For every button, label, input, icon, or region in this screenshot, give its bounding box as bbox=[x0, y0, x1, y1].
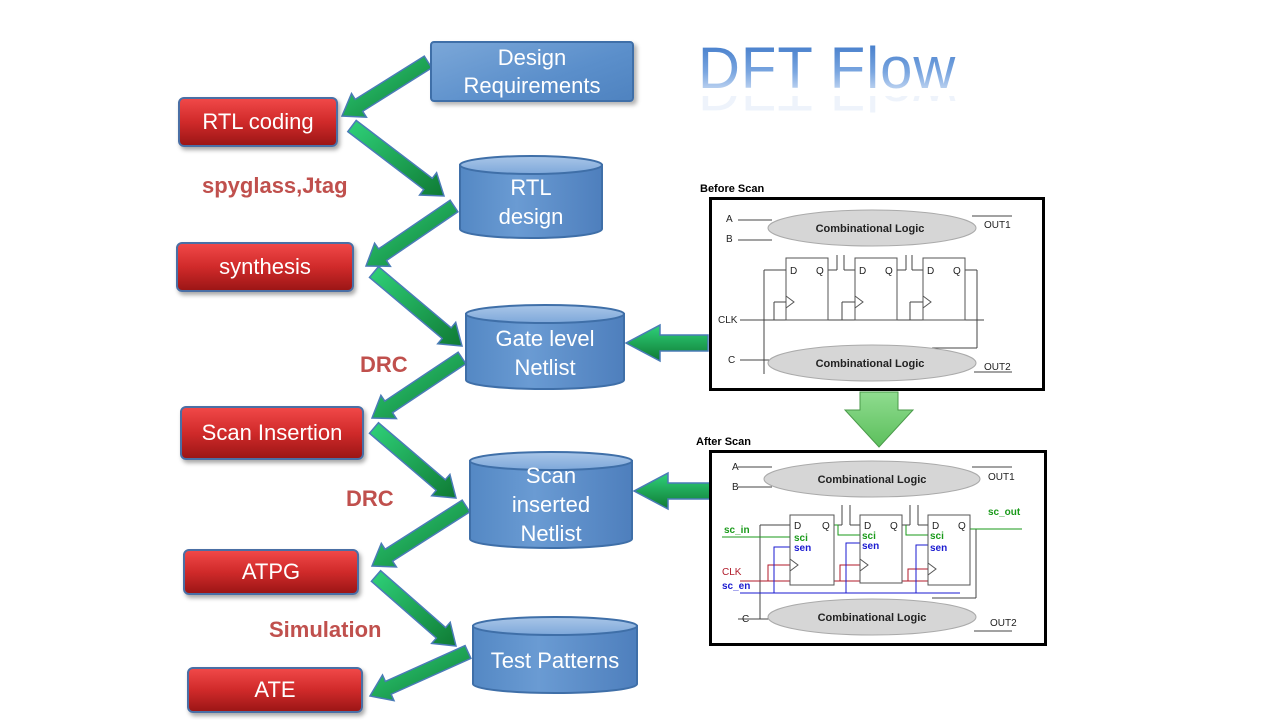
before-scan-diagram: A B CLK C OUT1 OUT2 D Q D Q D Q Combinat… bbox=[709, 197, 1045, 391]
before-input-c: C bbox=[728, 355, 735, 366]
ff-d-label: D bbox=[859, 266, 866, 277]
after-output-out1: OUT1 bbox=[988, 472, 1015, 483]
ff-d-label: D bbox=[790, 266, 797, 277]
ff-sci-label: sci bbox=[794, 533, 808, 544]
ff-sci-label: sci bbox=[930, 531, 944, 542]
ff-d-label: D bbox=[932, 521, 939, 532]
after-scan-title: After Scan bbox=[696, 436, 752, 448]
artifact-label: Scan inserted Netlist bbox=[511, 462, 591, 546]
ff-q-label: Q bbox=[816, 266, 824, 277]
ff-q-label: Q bbox=[885, 266, 893, 277]
before-logic-bottom bbox=[767, 344, 977, 382]
arrow-scan-netlist-to-atpg bbox=[370, 499, 471, 568]
ff-sen-label: sen bbox=[862, 541, 879, 552]
before-ff-3 bbox=[922, 257, 966, 321]
arrow-before-to-gate-netlist bbox=[624, 323, 709, 363]
before-output-out2: OUT2 bbox=[984, 362, 1011, 373]
before-scan-schematic: A B CLK C OUT1 OUT2 D Q D Q D Q Combinat… bbox=[718, 209, 1012, 382]
arrow-rtl-coding-to-rtl-design bbox=[346, 119, 446, 197]
ff-q-label: Q bbox=[953, 266, 961, 277]
ff-d-label: D bbox=[794, 521, 801, 532]
cylinder-rtl-design bbox=[459, 155, 603, 239]
after-ff-2 bbox=[859, 514, 903, 584]
before-logic-top bbox=[767, 209, 977, 247]
step-atpg[interactable]: ATPG bbox=[183, 549, 359, 595]
before-ff-1 bbox=[785, 257, 829, 321]
after-input-sc-en: sc_en bbox=[722, 581, 750, 592]
arrow-atpg-to-test-patterns bbox=[370, 569, 457, 647]
step-label: ATE bbox=[254, 677, 296, 702]
step-rtl-coding[interactable]: RTL coding bbox=[178, 97, 338, 147]
cylinder-scan-inserted-netlist bbox=[469, 451, 633, 549]
arrow-requirements-to-rtl-coding bbox=[340, 55, 433, 119]
artifact-rtl-design[interactable]: RTL design bbox=[460, 172, 602, 232]
arrow-synthesis-to-gate-netlist bbox=[368, 265, 464, 347]
arrow-before-to-after bbox=[843, 391, 915, 448]
step-scan-insertion[interactable]: Scan Insertion bbox=[180, 406, 364, 460]
step-synthesis[interactable]: synthesis bbox=[176, 242, 354, 292]
after-logic-top-label: Combinational Logic bbox=[818, 474, 927, 486]
artifact-test-patterns[interactable]: Test Patterns bbox=[473, 638, 637, 682]
artifact-design-requirements[interactable]: Design Requirements bbox=[430, 41, 634, 102]
after-scan-diagram: A B C OUT1 OUT2 D Q D Q D Q sc_in sc_out… bbox=[709, 450, 1047, 646]
before-output-out1: OUT1 bbox=[984, 220, 1011, 231]
after-input-clk: CLK bbox=[722, 567, 742, 578]
step-label: Scan Insertion bbox=[201, 420, 343, 445]
arrow-after-to-scan-netlist bbox=[632, 471, 715, 511]
artifact-label: Test Patterns bbox=[490, 647, 620, 673]
before-ff-2 bbox=[854, 257, 898, 321]
after-logic-bottom bbox=[767, 598, 977, 636]
before-input-clk: CLK bbox=[718, 315, 738, 326]
after-scan-schematic: A B C OUT1 OUT2 D Q D Q D Q sc_in sc_out… bbox=[722, 460, 1022, 636]
after-logic-top bbox=[763, 460, 981, 498]
after-output-sc-out: sc_out bbox=[988, 507, 1021, 518]
before-logic-bottom-label: Combinational Logic bbox=[816, 358, 925, 370]
before-input-a: A bbox=[726, 214, 733, 225]
step-label: ATPG bbox=[241, 559, 301, 584]
after-input-c: C bbox=[742, 614, 749, 625]
tool-label-drc-1: DRC bbox=[360, 352, 408, 377]
tool-label-spyglass: spyglass,Jtag bbox=[202, 173, 348, 198]
after-ff-1 bbox=[789, 514, 835, 586]
ff-q-label: Q bbox=[958, 521, 966, 532]
arrow-test-patterns-to-ate bbox=[368, 644, 472, 702]
after-ff-3 bbox=[927, 514, 971, 586]
cylinder-gate-level-netlist bbox=[465, 304, 625, 390]
artifact-label: RTL design bbox=[498, 175, 564, 229]
ff-q-label: Q bbox=[890, 521, 898, 532]
arrow-scan-insertion-to-scan-netlist bbox=[368, 421, 457, 499]
ff-sci-label: sci bbox=[862, 531, 876, 542]
after-input-sc-in: sc_in bbox=[724, 525, 750, 536]
ff-sen-label: sen bbox=[930, 543, 947, 554]
ff-q-label: Q bbox=[822, 521, 830, 532]
step-label: RTL coding bbox=[202, 109, 314, 134]
artifact-label: Design Requirements bbox=[463, 44, 601, 98]
step-ate[interactable]: ATE bbox=[187, 667, 363, 713]
artifact-gate-level-netlist[interactable]: Gate level Netlist bbox=[466, 322, 624, 384]
after-output-out2: OUT2 bbox=[990, 618, 1017, 629]
step-label: synthesis bbox=[219, 254, 311, 279]
after-input-a: A bbox=[732, 462, 739, 473]
before-scan-title: Before Scan bbox=[700, 183, 765, 195]
tool-label-drc-2: DRC bbox=[346, 486, 394, 511]
page-title: DFT Flow bbox=[698, 36, 957, 101]
tool-label-simulation: Simulation bbox=[269, 617, 382, 642]
artifact-label: Gate level Netlist bbox=[495, 326, 595, 380]
before-logic-top-label: Combinational Logic bbox=[816, 223, 925, 235]
after-logic-bottom-label: Combinational Logic bbox=[818, 612, 927, 624]
cylinder-test-patterns bbox=[472, 616, 638, 694]
ff-d-label: D bbox=[864, 521, 871, 532]
ff-d-label: D bbox=[927, 266, 934, 277]
before-input-b: B bbox=[726, 234, 733, 245]
artifact-scan-inserted-netlist[interactable]: Scan inserted Netlist bbox=[470, 462, 632, 546]
ff-sen-label: sen bbox=[794, 543, 811, 554]
arrow-gate-netlist-to-scan-insertion bbox=[370, 351, 467, 420]
after-input-b: B bbox=[732, 482, 739, 493]
